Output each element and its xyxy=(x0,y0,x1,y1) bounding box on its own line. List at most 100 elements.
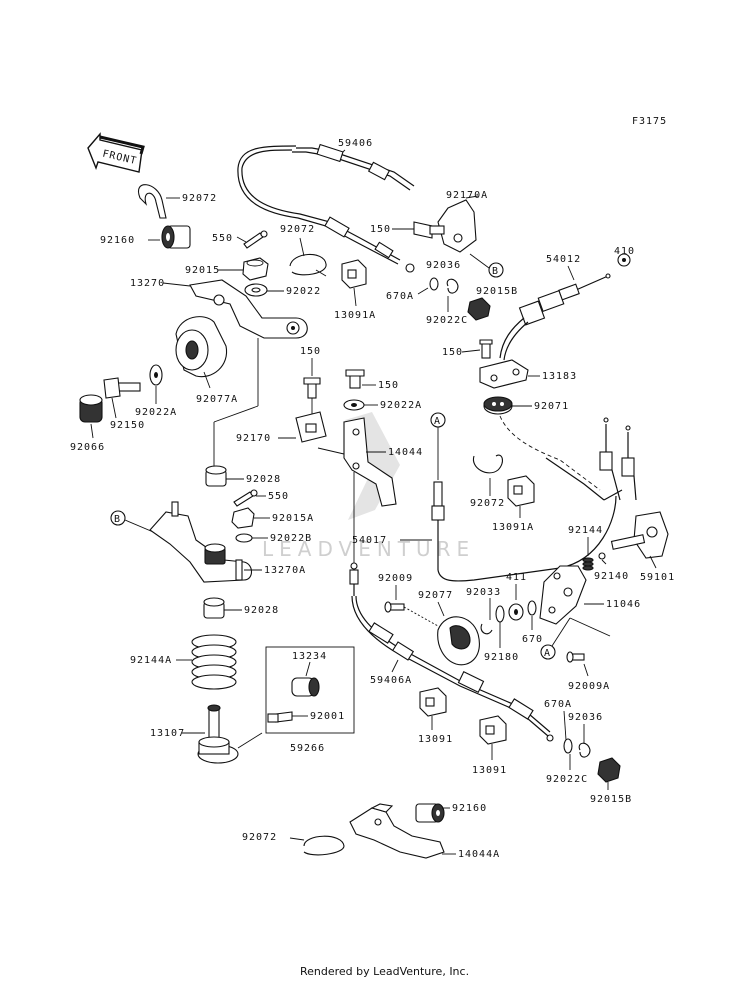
nut-92015: 92015 xyxy=(185,257,269,281)
callout-a-center: A xyxy=(430,412,446,480)
label-92022A-left: 92022A xyxy=(135,407,177,418)
spring-washer-92036-bottom: 92036 xyxy=(568,712,603,758)
callout-b-left-text: B xyxy=(114,514,121,525)
cotter-pin-550-lower: 550 xyxy=(233,489,289,507)
bolt-150-center-top: 150 xyxy=(300,346,321,418)
bracket-14044: 14044 xyxy=(343,417,423,507)
ring-670: 670 xyxy=(522,600,543,645)
label-59266: 59266 xyxy=(290,743,325,754)
label-92036-top: 92036 xyxy=(426,260,461,271)
bracket-92170: 92170 xyxy=(236,411,345,455)
shaft-13107: 13107 xyxy=(150,704,239,764)
label-550-lower: 550 xyxy=(268,491,289,502)
label-92001: 92001 xyxy=(310,711,345,722)
inset-59266: 13234 92001 59266 xyxy=(237,646,355,754)
label-92036-bottom: 92036 xyxy=(568,712,603,723)
nut-92015B-top: 92015B xyxy=(467,286,518,321)
label-59406A: 59406A xyxy=(370,675,412,686)
label-11046: 11046 xyxy=(606,599,641,610)
bushing-92028-upper: 92028 xyxy=(205,465,281,487)
washer-92180: 92180 xyxy=(484,605,519,663)
label-13183: 13183 xyxy=(542,371,577,382)
label-92160-bottom: 92160 xyxy=(452,803,487,814)
label-410: 410 xyxy=(614,246,635,257)
callout-a-right: A xyxy=(540,617,611,660)
clamp-92072-right: 92072 xyxy=(470,454,505,509)
label-92028-lower: 92028 xyxy=(244,605,279,616)
label-92170A: 92170A xyxy=(446,190,488,201)
label-92022A-center: 92022A xyxy=(380,400,422,411)
cotter-pin-550-top: 550 xyxy=(212,230,268,249)
label-92015A: 92015A xyxy=(272,513,314,524)
label-92160-top: 92160 xyxy=(100,235,135,246)
label-92180: 92180 xyxy=(484,652,519,663)
washer-92022: 92022 xyxy=(244,283,321,297)
bolt-150-mid: 150 xyxy=(442,339,493,359)
clamp-92072-top: 92072 xyxy=(137,184,217,219)
label-54012: 54012 xyxy=(546,254,581,265)
callout-b-right-text: B xyxy=(492,266,499,277)
label-92066: 92066 xyxy=(70,442,105,453)
label-59406: 59406 xyxy=(338,138,373,149)
label-92022: 92022 xyxy=(286,286,321,297)
label-92009: 92009 xyxy=(378,573,413,584)
label-92144: 92144 xyxy=(568,525,603,536)
spring-92144A: 92144A xyxy=(130,634,237,690)
cable-59406A: 59406A xyxy=(349,562,554,742)
label-92072-right: 92072 xyxy=(470,498,505,509)
label-550-top: 550 xyxy=(212,233,233,244)
label-150-center-top: 150 xyxy=(300,346,321,357)
label-92022C-bottom: 92022C xyxy=(546,774,588,785)
screw-92009A: 92009A xyxy=(566,651,609,692)
label-670: 670 xyxy=(522,634,543,645)
callout-b-left: B xyxy=(110,510,159,535)
label-92150: 92150 xyxy=(110,420,145,431)
label-92072-top: 92072 xyxy=(182,193,217,204)
rubber-13091A-top: 13091A xyxy=(334,259,376,321)
washer-410: 410 xyxy=(614,246,635,267)
ball-92140: 92140 xyxy=(594,552,628,582)
label-13091A-mid: 13091A xyxy=(492,522,534,533)
bushing-92160-bottom: 92160 xyxy=(415,803,487,823)
callout-b-right: B xyxy=(469,253,504,278)
label-13107: 13107 xyxy=(150,728,185,739)
ring-670A-top: 670A xyxy=(386,277,439,302)
rubber-13091A-mid: 13091A xyxy=(492,475,535,533)
front-arrow-icon: FRONT xyxy=(87,132,145,173)
bracket-14044A: 14044A xyxy=(349,803,499,860)
clamp-92072-bottom: 92072 xyxy=(242,832,345,856)
label-92144A: 92144A xyxy=(130,655,172,666)
label-92015B-top: 92015B xyxy=(476,286,518,297)
cap-92066: 92066 xyxy=(70,394,105,453)
label-14044: 14044 xyxy=(388,447,423,458)
bolt-150-center: 150 xyxy=(345,369,399,391)
washer-92022A-center: 92022A xyxy=(343,399,422,411)
cable-59406: 59406 xyxy=(237,138,415,273)
label-92022B: 92022B xyxy=(270,533,312,544)
label-54017: 54017 xyxy=(352,535,387,546)
label-13270A: 13270A xyxy=(264,565,306,576)
bracket-92170A: 92170A xyxy=(437,190,488,253)
label-92015: 92015 xyxy=(185,265,220,276)
grommet-92071: 92071 xyxy=(483,396,568,415)
label-92015B-bottom: 92015B xyxy=(590,794,632,805)
bracket-13183: 13183 xyxy=(479,359,577,389)
bushing-92160-top: 92160 xyxy=(100,225,191,249)
rubber-13091-left: 13091 xyxy=(418,687,453,745)
plate-11046: 11046 xyxy=(539,565,641,625)
label-150-mid: 150 xyxy=(442,347,463,358)
label-13270: 13270 xyxy=(130,278,165,289)
bolt-92150: 92150 xyxy=(103,377,145,431)
nut-92015A: 92015A xyxy=(231,507,314,529)
bracket-13270A: 13270A xyxy=(149,501,306,583)
label-13091-left: 13091 xyxy=(418,734,453,745)
bolt-150-top: 150 xyxy=(370,221,445,239)
label-92072-mid: 92072 xyxy=(280,224,315,235)
label-92028-upper: 92028 xyxy=(246,474,281,485)
knob-92077: 92077 xyxy=(418,590,480,666)
circlip-92033: 92033 xyxy=(466,587,500,635)
spring-92144: 92144 xyxy=(568,525,603,571)
label-13091A-top: 13091A xyxy=(334,310,376,321)
label-150-center: 150 xyxy=(378,380,399,391)
